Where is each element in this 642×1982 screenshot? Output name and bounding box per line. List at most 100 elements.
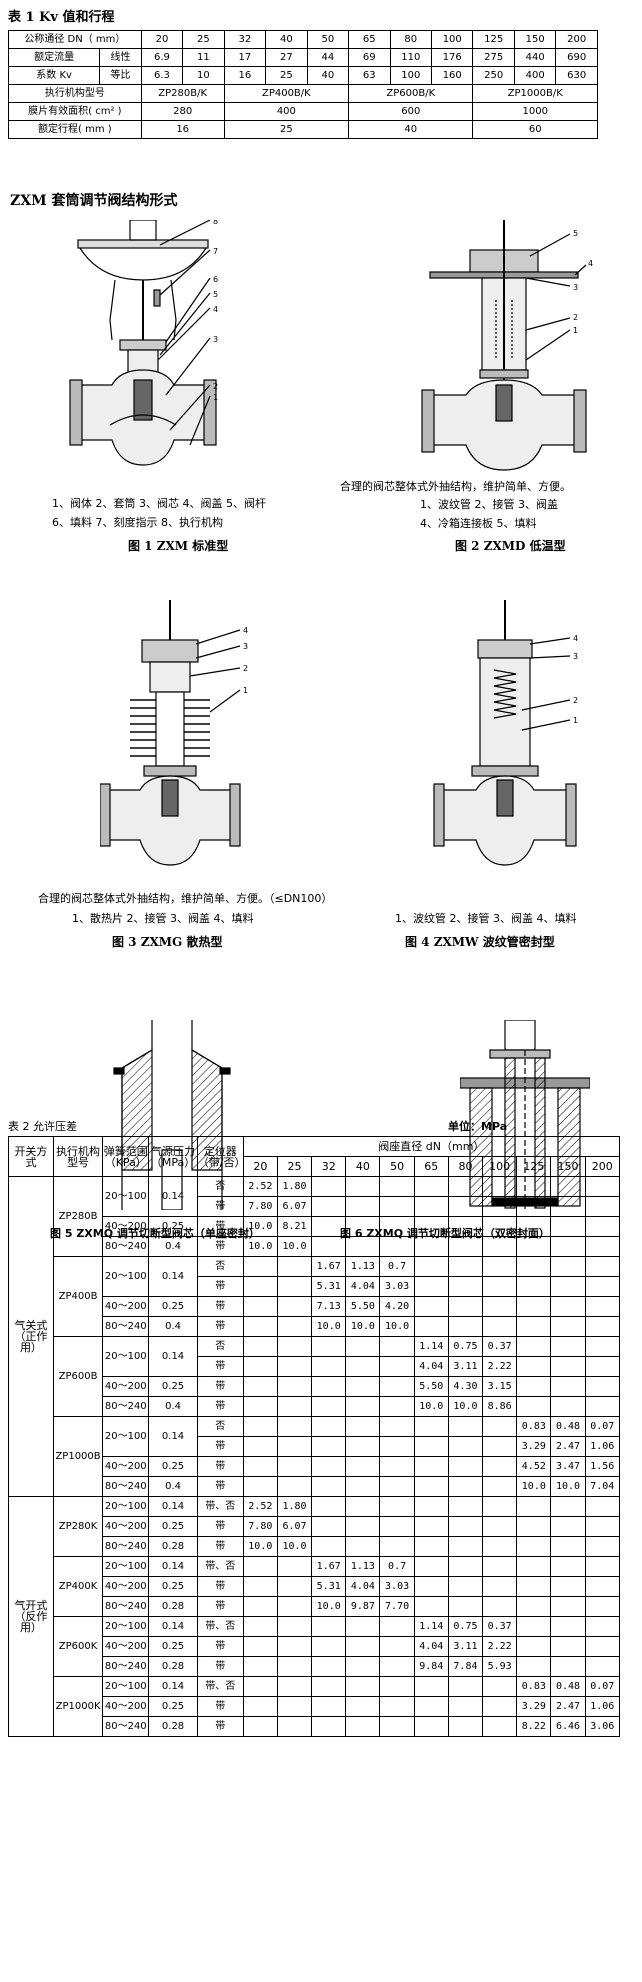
pressure-value-cell: 4.30 bbox=[447, 1376, 484, 1397]
equal-label: 等比 bbox=[99, 66, 142, 85]
kv-cell: 40 bbox=[306, 66, 350, 85]
dn-cell: 65 bbox=[348, 30, 391, 49]
spring-range-cell: 80～240 bbox=[102, 1476, 150, 1497]
fig3-note: 合理的阀芯整体式外抽结构，维护简单、方便。（≤DN100） bbox=[38, 892, 333, 905]
supply-pressure-cell: 0.14 bbox=[148, 1256, 198, 1297]
pressure-value-cell: 10.0 bbox=[345, 1316, 381, 1337]
pressure-value-cell: 7.70 bbox=[379, 1596, 415, 1617]
mode-header: 开关方式 bbox=[8, 1136, 54, 1177]
pressure-value-cell: 4.04 bbox=[413, 1636, 449, 1657]
kv-cell: 100 bbox=[389, 66, 433, 85]
callout: 4 bbox=[588, 259, 593, 268]
pressure-value-cell: 5.31 bbox=[311, 1576, 347, 1597]
pressure-value-cell bbox=[584, 1496, 621, 1517]
pressure-value-cell bbox=[447, 1676, 484, 1697]
pressure-value-cell bbox=[311, 1496, 347, 1517]
positioner-cell: 带 bbox=[196, 1696, 244, 1717]
pressure-value-cell bbox=[379, 1396, 415, 1417]
pressure-value-cell: 5.50 bbox=[345, 1296, 381, 1317]
pressure-value-cell bbox=[516, 1356, 552, 1377]
fig3-caption: 图 3 ZXMG 散热型 bbox=[112, 935, 223, 949]
pressure-value-cell bbox=[379, 1436, 415, 1457]
callout: 3 bbox=[573, 652, 578, 661]
pressure-value-cell: 3.03 bbox=[379, 1576, 415, 1597]
pressure-value-cell: 1.80 bbox=[276, 1496, 313, 1517]
positioner-cell: 带 bbox=[196, 1516, 244, 1537]
spring-range-cell: 40～200 bbox=[102, 1636, 150, 1657]
pressure-value-cell bbox=[242, 1256, 278, 1277]
pressure-value-cell bbox=[311, 1216, 347, 1237]
pressure-value-cell bbox=[311, 1476, 347, 1497]
pressure-value-cell bbox=[379, 1476, 415, 1497]
callout: 4 bbox=[243, 626, 248, 635]
pressure-value-cell bbox=[242, 1336, 278, 1357]
pressure-value-cell bbox=[242, 1696, 278, 1717]
pressure-value-cell: 1.13 bbox=[345, 1556, 381, 1577]
supply-pressure-cell: 0.28 bbox=[148, 1596, 198, 1617]
pressure-value-cell: 4.52 bbox=[516, 1456, 552, 1477]
pressure-value-cell bbox=[482, 1456, 518, 1477]
pressure-value-cell bbox=[550, 1636, 586, 1657]
callout: 1 bbox=[573, 326, 578, 335]
pressure-value-cell: 10.0 bbox=[276, 1236, 313, 1257]
supply-pressure-cell: 0.14 bbox=[148, 1676, 198, 1697]
positioner-cell: 带 bbox=[196, 1196, 244, 1217]
pressure-value-cell bbox=[345, 1236, 381, 1257]
pressure-value-cell bbox=[482, 1476, 518, 1497]
callout: 3 bbox=[213, 335, 218, 344]
pressure-value-cell bbox=[379, 1676, 415, 1697]
kv-cell: 25 bbox=[265, 66, 308, 85]
pressure-value-cell: 7.80 bbox=[242, 1196, 278, 1217]
pressure-value-cell bbox=[482, 1516, 518, 1537]
supply-pressure-cell: 0.4 bbox=[148, 1236, 198, 1257]
pressure-value-cell bbox=[276, 1296, 313, 1317]
spring-range-cell: 20～100 bbox=[102, 1676, 150, 1697]
pressure-value-cell bbox=[550, 1576, 586, 1597]
pressure-value-cell: 0.48 bbox=[550, 1416, 586, 1437]
pressure-value-cell bbox=[413, 1536, 449, 1557]
positioner-cell: 带 bbox=[196, 1276, 244, 1297]
callout: 6 bbox=[213, 275, 218, 284]
fig2-legend-2: 4、冷箱连接板 5、填料 bbox=[420, 517, 537, 530]
pressure-value-cell: 3.47 bbox=[550, 1456, 586, 1477]
positioner-cell: 否 bbox=[196, 1176, 244, 1197]
pressure-value-cell: 1.06 bbox=[584, 1696, 621, 1717]
pressure-value-cell: 9.84 bbox=[413, 1656, 449, 1677]
table2-unit: 单位：MPa bbox=[448, 1120, 508, 1133]
actuator-header: 执行机构型号 bbox=[52, 1136, 104, 1177]
pressure-value-cell bbox=[276, 1456, 313, 1477]
kv-cell: 6.3 bbox=[140, 66, 184, 85]
pressure-value-cell bbox=[584, 1636, 621, 1657]
pressure-value-cell bbox=[482, 1316, 518, 1337]
pressure-value-cell: 10.0 bbox=[379, 1316, 415, 1337]
spring-range-cell: 20～100 bbox=[102, 1336, 150, 1377]
dn-cell: 50 bbox=[306, 30, 350, 49]
kv-cell: 400 bbox=[513, 66, 557, 85]
pressure-value-cell bbox=[379, 1656, 415, 1677]
pressure-value-cell bbox=[276, 1696, 313, 1717]
pressure-value-cell bbox=[345, 1396, 381, 1417]
pressure-value-cell bbox=[242, 1276, 278, 1297]
callout: 3 bbox=[243, 642, 248, 651]
supply-pressure-cell: 0.4 bbox=[148, 1476, 198, 1497]
callout: 4 bbox=[573, 634, 578, 643]
supply-pressure-cell: 0.28 bbox=[148, 1536, 198, 1557]
pressure-value-cell: 5.93 bbox=[482, 1656, 518, 1677]
pressure-value-cell: 0.7 bbox=[379, 1556, 415, 1577]
fig1-caption: 图 1 ZXM 标准型 bbox=[128, 539, 229, 553]
pressure-value-cell bbox=[413, 1576, 449, 1597]
area-label: 膜片有效面积( cm² ) bbox=[8, 102, 142, 121]
actuator-model-cell: ZP280K bbox=[52, 1496, 104, 1557]
pressure-value-cell bbox=[242, 1456, 278, 1477]
pressure-value-cell bbox=[447, 1496, 484, 1517]
pressure-value-cell bbox=[379, 1356, 415, 1377]
pressure-value-cell bbox=[413, 1496, 449, 1517]
kv-cell: 11 bbox=[182, 48, 225, 67]
pressure-value-cell bbox=[447, 1476, 484, 1497]
pressure-value-cell bbox=[242, 1356, 278, 1377]
pressure-value-cell: 2.52 bbox=[242, 1496, 278, 1517]
fig4-legend: 1、波纹管 2、接管 3、阀盖 4、填料 bbox=[395, 912, 577, 925]
